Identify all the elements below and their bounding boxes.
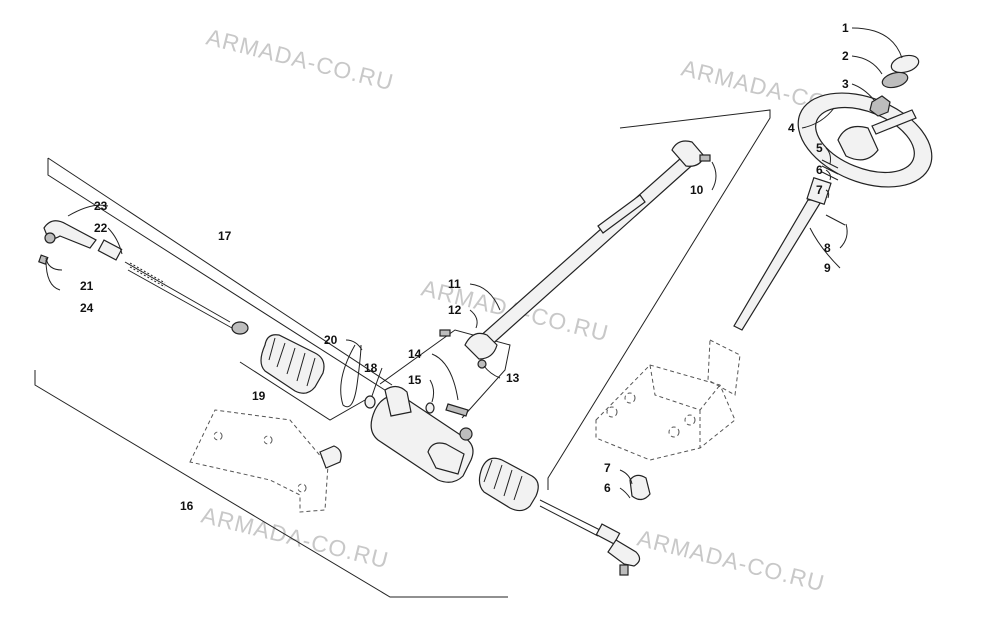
callout-13: 13 [506, 371, 520, 385]
bracket-19 [239, 361, 366, 421]
left-boot [260, 334, 325, 394]
leader-lines [45, 27, 903, 499]
bracket-16 [34, 370, 508, 598]
bracket-column [547, 109, 771, 490]
band-clamp [340, 344, 362, 408]
callout-24: 24 [80, 301, 94, 315]
steering-wheel [797, 54, 933, 188]
callout-8: 8 [824, 241, 831, 255]
watermark: ARMADA-CO.RU [199, 502, 392, 574]
callout-11: 11 [448, 277, 461, 291]
callout-3: 3 [842, 77, 849, 91]
intermediate-shaft [439, 140, 711, 369]
callout-15: 15 [408, 373, 422, 387]
callout-23: 23 [94, 199, 108, 213]
right-boot [478, 457, 539, 512]
callout-18: 18 [364, 361, 378, 375]
washer-18 [364, 395, 376, 409]
callout-1: 1 [842, 21, 849, 35]
bracket-17-top [47, 157, 393, 386]
callout-9: 9 [824, 261, 831, 275]
left-tie-rod [38, 220, 249, 335]
callout-6-lower: 6 [604, 481, 611, 495]
callout-6: 6 [816, 163, 823, 177]
bolt-14 [445, 403, 469, 417]
callout-7: 7 [816, 183, 823, 197]
bracket-rack [379, 329, 511, 419]
callout-labels: 1 2 3 4 5 6 7 8 9 10 11 12 13 14 15 16 1… [80, 21, 849, 513]
watermark: ARMADA-CO.RU [635, 525, 828, 597]
callout-21: 21 [80, 279, 94, 293]
callout-16: 16 [180, 499, 194, 513]
callout-19: 19 [252, 389, 266, 403]
callout-14: 14 [408, 347, 422, 361]
callout-20: 20 [324, 333, 338, 347]
callout-2: 2 [842, 49, 849, 63]
watermark: ARMADA-CO.RU [204, 24, 397, 96]
callout-10: 10 [690, 183, 704, 197]
callout-22: 22 [94, 221, 108, 235]
callout-7-lower: 7 [604, 461, 611, 475]
steering-column [733, 177, 846, 331]
washer-15 [425, 402, 435, 414]
callout-12: 12 [448, 303, 462, 317]
bracket-17 [47, 158, 389, 393]
column-support-frame [595, 339, 741, 501]
mounting-bracket [189, 409, 342, 513]
callout-5: 5 [816, 141, 823, 155]
rack-housing [370, 385, 474, 483]
callout-17: 17 [218, 229, 232, 243]
right-tie-rod [539, 499, 641, 576]
callout-4: 4 [788, 121, 795, 135]
